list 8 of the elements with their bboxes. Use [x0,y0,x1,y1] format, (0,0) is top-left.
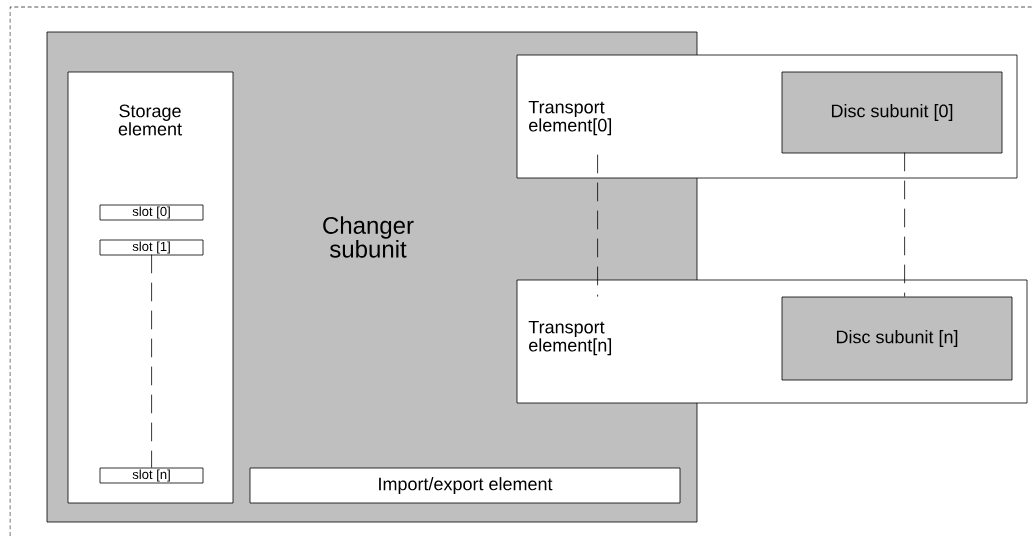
element-box: slot [n] [99,467,204,484]
element-box: slot [0] [99,204,204,221]
dashed-connector [151,254,152,468]
element-box: Disc subunit [0] [781,71,1003,154]
element-box: slot [1] [99,239,204,256]
element-box: Import/export element [249,467,681,504]
dashed-connector [597,154,598,297]
element-box: Disc subunit [n] [781,296,1013,381]
